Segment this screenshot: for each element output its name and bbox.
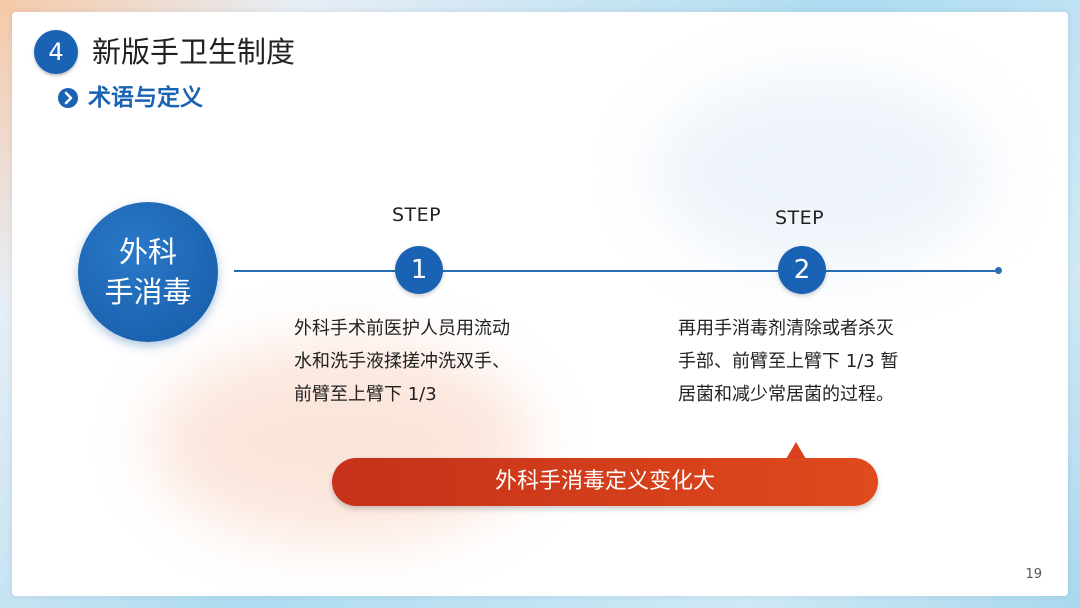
callout-banner: 外科手消毒定义变化大 (332, 458, 878, 506)
step-2-line: 手部、前臂至上臂下 1/3 暂 (678, 351, 899, 372)
slide: 4 新版手卫生制度 术语与定义 外科 手消毒 STEP 1 外科手术前医护人员用… (12, 12, 1068, 596)
step-1-line: 前臂至上臂下 1/3 (294, 384, 437, 405)
step-1-description: 外科手术前医护人员用流动 水和洗手液揉搓冲洗双手、 前臂至上臂下 1/3 (294, 312, 584, 411)
step-2-label: STEP (775, 207, 825, 229)
main-topic-line1: 外科 (118, 235, 177, 269)
step-1-label: STEP (392, 204, 442, 226)
slide-subtitle: 术语与定义 (88, 85, 203, 111)
background-wash (652, 72, 992, 272)
timeline-line (234, 270, 999, 272)
page-number: 19 (1025, 567, 1042, 582)
main-topic-line2: 手消毒 (104, 275, 192, 309)
section-number-badge: 4 (34, 30, 78, 74)
callout-pointer (786, 442, 806, 459)
step-2-number: 2 (778, 246, 826, 294)
step-2-line: 居菌和减少常居菌的过程。 (678, 384, 894, 405)
main-topic-circle: 外科 手消毒 (78, 202, 218, 342)
background-wash (152, 342, 532, 542)
chevron-right-icon (58, 88, 78, 108)
slide-title: 新版手卫生制度 (92, 35, 296, 69)
step-1-line: 外科手术前医护人员用流动 (294, 318, 510, 339)
timeline-end-dot (995, 267, 1002, 274)
step-1-line: 水和洗手液揉搓冲洗双手、 (294, 351, 510, 372)
step-2-line: 再用手消毒剂清除或者杀灭 (678, 318, 894, 339)
step-1-number: 1 (395, 246, 443, 294)
step-2-description: 再用手消毒剂清除或者杀灭 手部、前臂至上臂下 1/3 暂 居菌和减少常居菌的过程… (678, 312, 968, 411)
